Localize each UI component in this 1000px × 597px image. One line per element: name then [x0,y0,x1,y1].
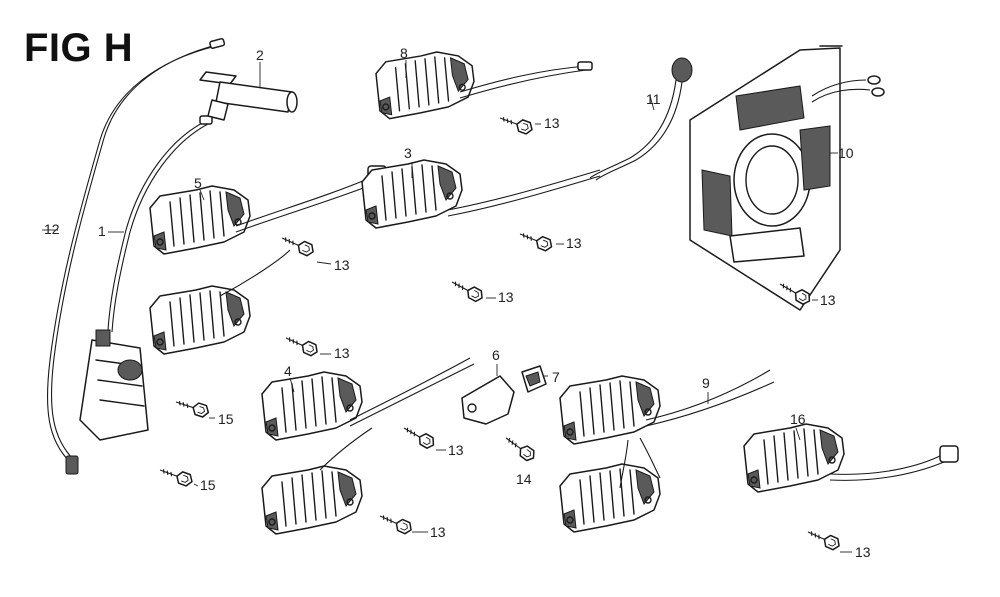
part-4-coil [261,371,363,441]
callout-11: 11 [646,91,661,107]
part-9-wire [645,369,771,421]
bolt-13-f [282,331,321,359]
callout-2: 2 [256,47,264,63]
bolt-15-a [173,395,211,419]
part-10-stator [689,45,885,311]
bolt-15-b [157,463,195,489]
spark-unit [79,329,149,441]
callout-1: 1 [98,223,106,239]
bolt-13-c [517,227,555,254]
callout-13-f: 13 [334,345,350,361]
part-8-wire [459,65,587,93]
bolt-13-i [804,525,843,553]
callout-5: 5 [194,175,202,191]
bolt-13-a [497,111,535,137]
part-16-wire [829,455,941,475]
part-3-wire [447,169,601,211]
callout-13-b: 13 [334,257,350,273]
callout-13-d: 13 [498,289,514,305]
callout-13-h: 13 [430,524,446,540]
callout-15-a: 15 [218,411,234,427]
callout-13-g: 13 [448,442,464,458]
bolt-13-g [400,422,438,451]
part-5-coil [149,185,251,255]
bolt-13-d [448,275,486,305]
part-9-coil-lower [559,463,661,533]
callout-8: 8 [400,45,408,61]
callout-10: 10 [838,145,854,161]
callout-7: 7 [552,369,560,385]
callout-13-a: 13 [544,115,560,131]
callout-9: 9 [702,375,710,391]
callout-3: 3 [404,145,412,161]
callout-13-e: 13 [820,292,836,308]
coil-unit-b [261,465,363,535]
callout-13-c: 13 [566,235,582,251]
part-7-clip [521,365,548,393]
bolt-14 [501,432,538,464]
part-11-lead [589,57,693,181]
part-6-bracket [461,364,515,425]
part-1-plug-lead [107,115,213,333]
callout-13-i: 13 [855,544,871,560]
bolt-13-b [278,231,317,259]
part-4-wire [349,357,471,421]
part-8-coil [375,51,475,120]
callout-4: 4 [284,363,292,379]
bolt-13-h [376,509,415,537]
callout-16: 16 [790,411,806,427]
coil-unit-a [149,285,251,355]
figure-title: FIG H [24,26,134,70]
part-12-cable [42,37,226,475]
part-2-plug-cap [199,62,298,121]
callout-15-b: 15 [200,477,216,493]
callout-12: 12 [44,221,60,237]
part-5-wire [235,177,371,227]
part-16-coil [743,423,845,493]
part-9-coil-upper [559,375,661,445]
callout-14: 14 [516,471,532,487]
callout-6: 6 [492,347,500,363]
